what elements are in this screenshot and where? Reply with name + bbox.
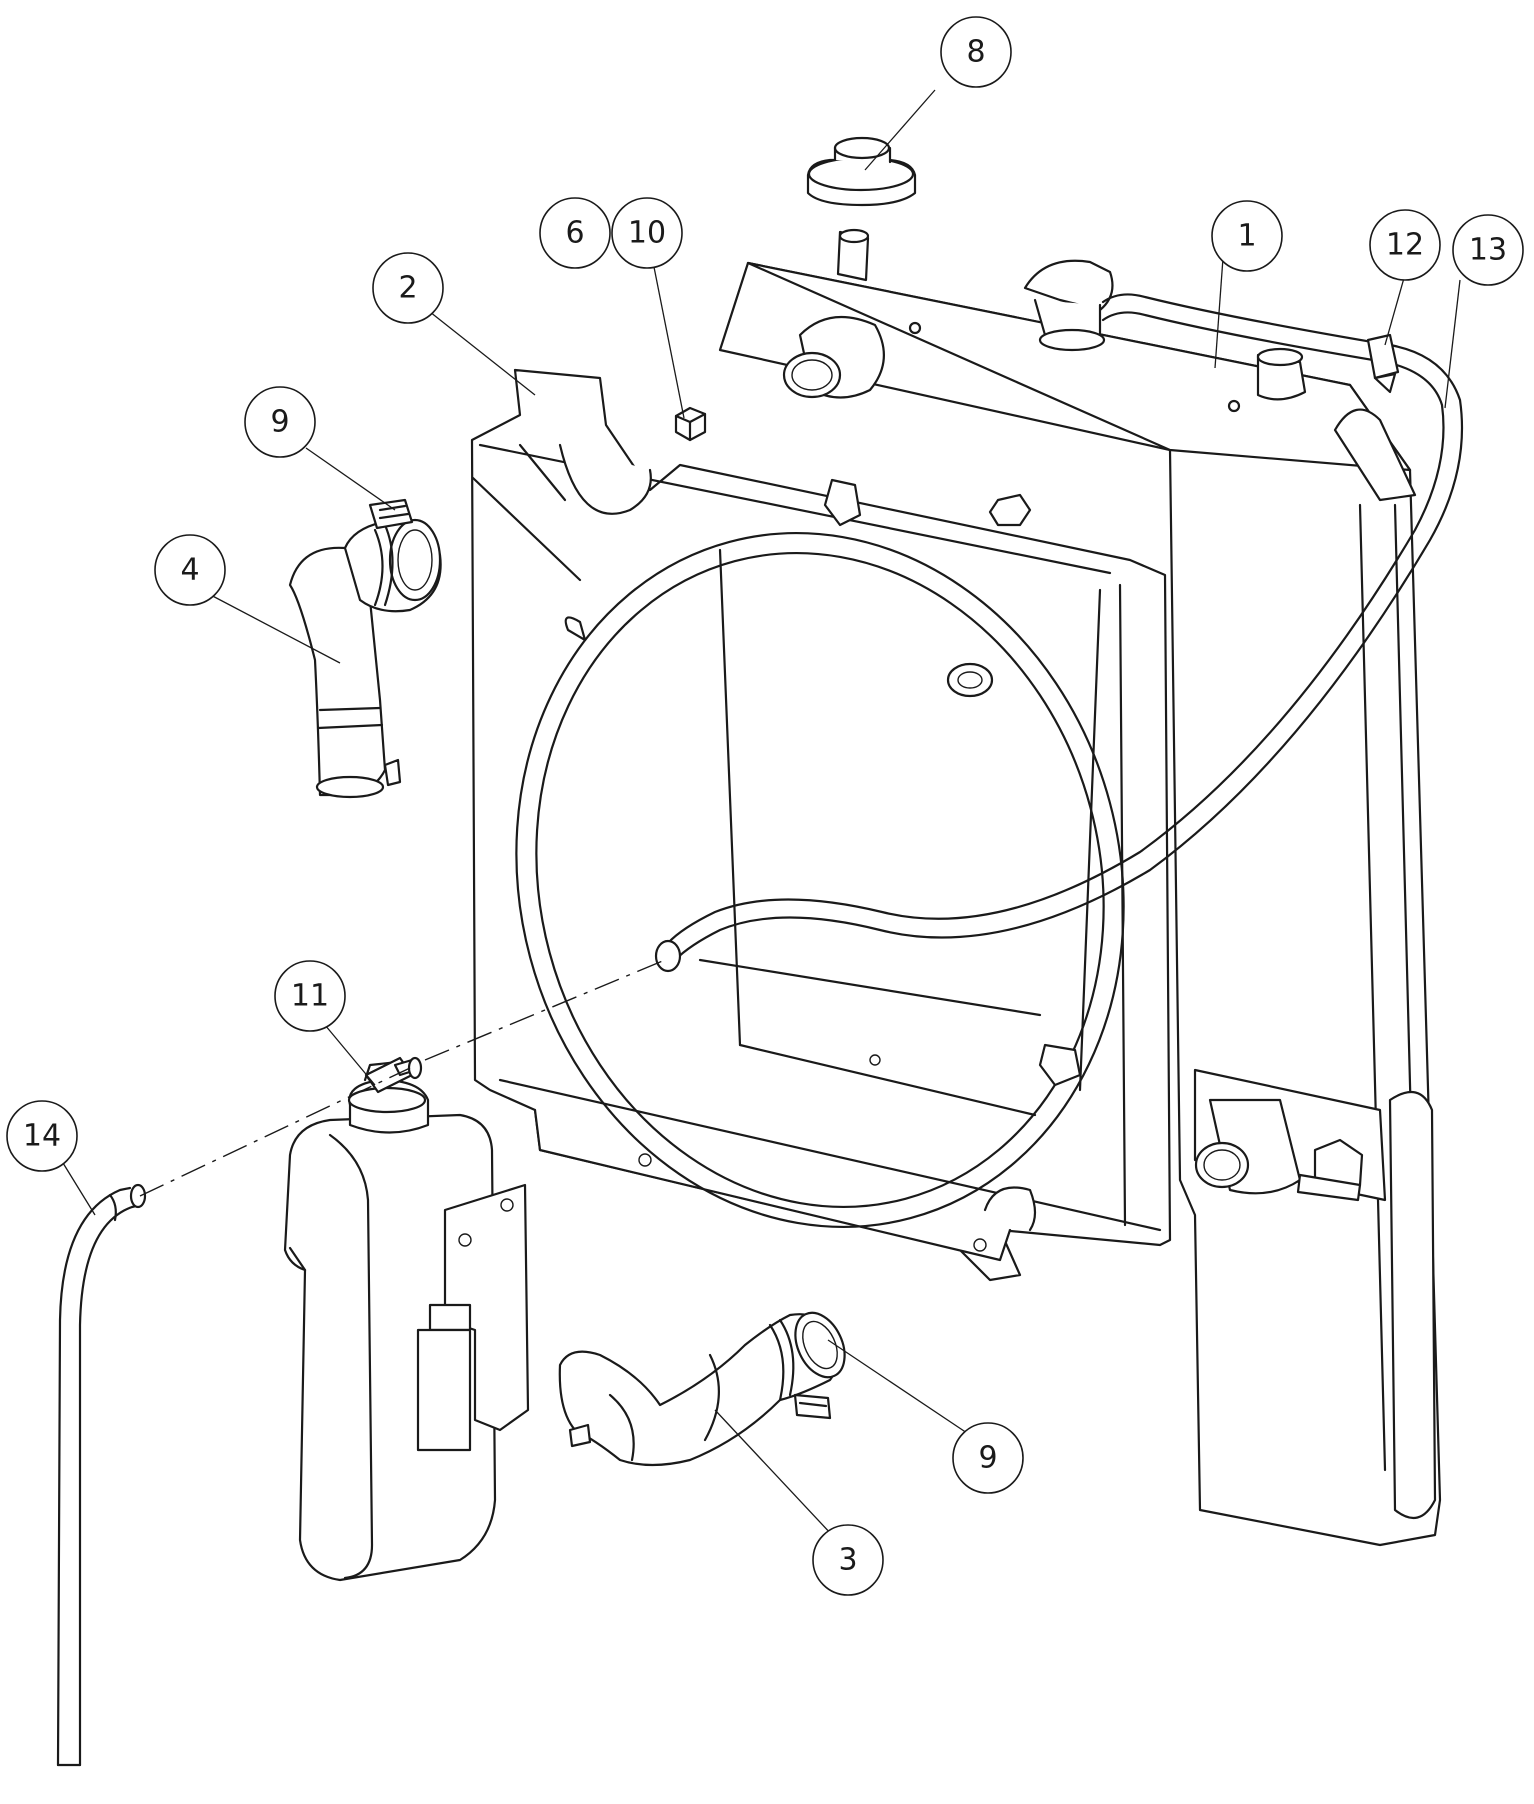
leader-lines [62, 89, 1461, 1537]
lower-hose [558, 1311, 846, 1467]
callout-1-label: 1 [1237, 219, 1256, 254]
callout-9-upper: 9 [244, 386, 316, 458]
callout-10-label: 10 [628, 216, 666, 251]
callout-10: 10 [611, 197, 683, 269]
assembly-center-line-2 [424, 959, 666, 1061]
callout-14: 14 [6, 1100, 78, 1172]
expansion-tank [283, 1056, 530, 1582]
callout-4: 4 [154, 534, 226, 606]
fan-shroud [470, 368, 1172, 1282]
rubber-mount [806, 136, 917, 207]
callout-14-label: 14 [23, 1119, 61, 1154]
callout-6: 6 [539, 197, 611, 269]
callout-2-label: 2 [398, 271, 417, 306]
upper-outlet-pipe [782, 315, 885, 399]
callout-4-label: 4 [180, 553, 199, 588]
callout-6-label: 6 [565, 216, 584, 251]
callout-9-lower: 9 [952, 1422, 1024, 1494]
upper-hose [288, 518, 442, 799]
hose-clamp-lower [793, 1393, 832, 1420]
callout-1: 1 [1211, 200, 1283, 272]
callout-8: 8 [940, 16, 1012, 88]
callout-3: 3 [812, 1524, 884, 1596]
callout-2: 2 [372, 252, 444, 324]
shroud-bolt [674, 406, 707, 442]
callout-12-label: 12 [1386, 228, 1424, 263]
callout-3-label: 3 [838, 1543, 857, 1578]
hose-clamp-upper [368, 498, 414, 530]
lower-outlet-pipe [1194, 1098, 1302, 1195]
assembly-center-line [139, 1067, 411, 1197]
hose-clamp-small [1366, 333, 1400, 394]
radiator-core [718, 228, 1442, 1547]
callout-8-label: 8 [966, 35, 985, 70]
drain-tube [56, 1183, 147, 1767]
callout-9-upper-label: 9 [270, 405, 289, 440]
radiator-filler-cap [1023, 259, 1114, 352]
callout-13-label: 13 [1469, 233, 1507, 268]
callout-11: 11 [274, 960, 346, 1032]
callout-13: 13 [1452, 214, 1524, 286]
drain-bolt [1296, 1138, 1364, 1202]
callout-12: 12 [1369, 209, 1441, 281]
callout-11-label: 11 [291, 979, 329, 1014]
overflow-hose [654, 293, 1464, 973]
callout-9-lower-label: 9 [978, 1441, 997, 1476]
